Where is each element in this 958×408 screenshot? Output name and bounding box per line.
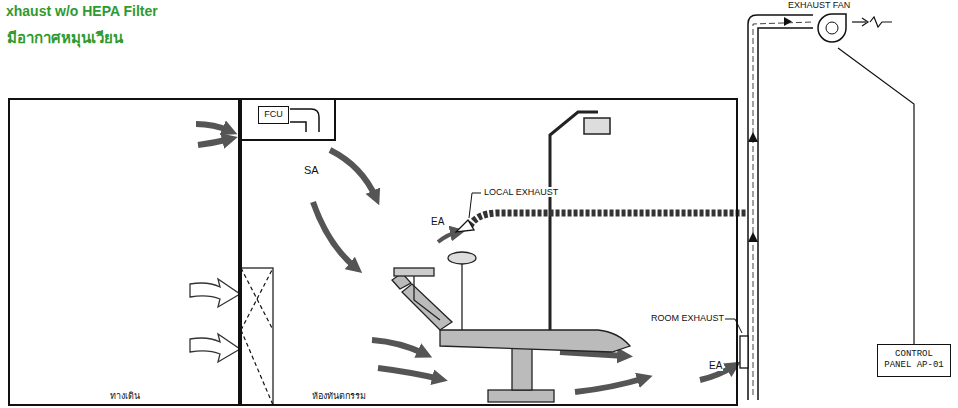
discharge-arrow [852,17,892,27]
node-text: EXHAUST FAN [788,0,850,11]
dental-chair [512,344,532,390]
leader-line [469,193,481,218]
fan-impeller [826,22,838,34]
spittoon [448,252,476,264]
discharge-arrow [852,21,866,22]
fcu-duct [290,122,306,132]
instrument-tray [394,268,440,320]
exhaust-air-label: EA [430,216,445,227]
leader-line [469,193,742,333]
dental-lamp [550,112,598,330]
subtitle: มีอากาศหมุนเวียน [6,26,124,50]
room-enclosure [240,98,335,140]
leader-line [724,319,742,333]
dental-chair [402,284,452,330]
corridor-room: ทางเดิน [8,98,240,406]
local-exhaust-hose [470,213,746,226]
dental-room: ห้องทันตกรรม FCU [240,98,738,406]
fan-outline [812,8,852,48]
spittoon [461,264,462,330]
fcu-duct [290,109,319,132]
dental-lamp [584,118,610,134]
dental-lamp [550,112,610,330]
spittoon [448,252,476,330]
air-flow-arrow [196,124,230,131]
local-exhaust-nozzle [456,220,474,232]
air-flow-arrow [575,378,645,392]
exhaust-fan: EXHAUST FAN [812,8,852,48]
discharge-arrow [870,17,892,27]
transfer-air-arrow [190,334,240,362]
exhaust-duct [748,15,813,400]
dental-chair [440,330,630,352]
exhaust-duct [748,15,813,400]
transfer-grille [241,268,273,405]
exhaust-duct [753,22,813,395]
dental-chair [392,273,630,402]
instrument-tray [394,268,434,276]
local-exhaust-hose [470,213,746,226]
control-panel-box: CONTROL PANEL AP-01 [877,344,951,377]
room-exhaust-grille [740,336,748,368]
fcu-box: FCU [258,106,289,124]
air-flow-arrow [560,352,625,356]
diagram-title: xhaust w/o HEPA Filter [6,3,158,19]
room-enclosure [240,98,335,140]
fcu-duct [290,109,319,132]
air-flow-arrow [330,150,376,198]
callout-label: ROOM EXHAUST [650,313,725,323]
air-flow-arrow [313,202,356,268]
node-text: CONTROL PANEL AP-01 [883,349,945,372]
air-flow-arrow [196,124,734,392]
transfer-grille [241,268,273,405]
local-exhaust-nozzle [456,220,474,232]
transfer-air-arrow [190,279,240,307]
transfer-grille [241,268,273,405]
node-text: ห้องทันตกรรม [312,391,366,402]
instrument-tray [414,276,440,320]
air-flow-arrow [198,139,230,145]
duct-flow-arrow [784,17,792,26]
control-wire [838,48,914,344]
duct-flow-arrow [748,17,792,242]
callout-label: LOCAL EXHAUST [483,187,559,197]
duct-flow-arrow [748,232,758,242]
supply-air-label: SA [303,164,320,176]
fan-housing [818,14,846,42]
dental-chair [488,390,554,402]
room-exhaust-grille [740,336,748,368]
exhaust-air-label: EA [708,360,723,371]
exhaust-duct [758,28,813,400]
air-flow-arrow [372,340,425,354]
duct-flow-arrow [748,132,758,142]
transfer-air-arrow [190,279,240,362]
air-flow-arrow [378,368,440,379]
node-text: FCU [264,109,283,120]
discharge-arrow [862,18,868,26]
node-text: ทางเดิน [110,391,140,402]
air-flow-arrow [438,232,458,242]
